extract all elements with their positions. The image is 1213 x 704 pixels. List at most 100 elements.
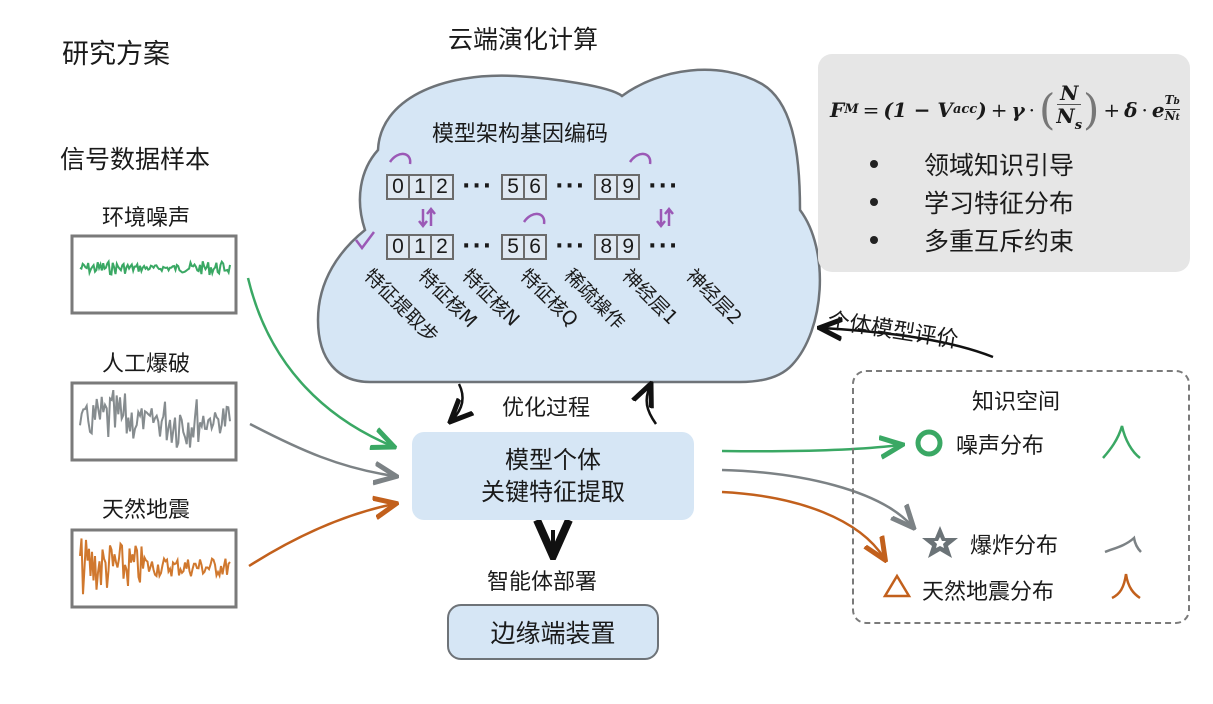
blast-output-arrow — [721, 468, 912, 526]
triangle-icon — [882, 573, 912, 598]
formula-term1-sub: acc — [952, 102, 978, 117]
gene-cell: 6 — [529, 175, 541, 198]
formula-plus: + — [1103, 97, 1121, 122]
formula-exp-num-sub: b — [1173, 97, 1180, 107]
formula-term1: (1 − V — [883, 97, 953, 122]
cloud-heading: 云端演化计算 — [448, 25, 599, 54]
quake-distribution-curve — [1111, 573, 1141, 600]
gene-cell: 2 — [436, 175, 448, 198]
page-title: 研究方案 — [62, 39, 170, 70]
noise-waveform — [79, 259, 231, 277]
feature-box-line2: 关键特征提取 — [481, 478, 625, 506]
gene-ellipsis: ··· — [462, 174, 494, 199]
gene-group: 0 1 2 — [386, 174, 454, 200]
circle-icon — [915, 429, 943, 457]
mutation-icon — [388, 152, 412, 165]
gene-group: 5 6 — [501, 234, 548, 260]
formula-frac-num: N — [1057, 82, 1082, 105]
noise-distribution-curve — [1102, 425, 1141, 459]
principle-text: 领域知识引导 — [924, 151, 1075, 180]
gene-ellipsis: ··· — [555, 174, 587, 199]
gene-cell: 8 — [596, 176, 619, 198]
formula-equals: = — [862, 97, 880, 122]
gene-cell: 9 — [622, 235, 634, 258]
knowledge-space-title: 知识空间 — [972, 390, 1061, 415]
check-icon — [355, 231, 375, 251]
edge-device-box: 边缘端装置 — [447, 604, 659, 660]
blast-distribution-curve — [1104, 535, 1142, 554]
gene-cell: 1 — [410, 236, 432, 258]
gene-group: 8 9 — [594, 234, 641, 260]
deploy-label: 智能体部署 — [487, 570, 598, 595]
signal-label-quake: 天然地震 — [102, 498, 191, 523]
signal-section-heading: 信号数据样本 — [60, 145, 211, 174]
formula-exp-den-sub: t — [1175, 113, 1180, 123]
gene-cell: 2 — [436, 235, 448, 258]
formula-gamma: γ — [1011, 97, 1025, 122]
noise-input-arrow — [246, 277, 392, 446]
principle-list: 领域知识引导 学习特征分布 多重互斥约束 — [870, 145, 1074, 259]
gene-cell: 0 — [388, 176, 410, 198]
swap-icon — [656, 206, 674, 229]
cloud-shape — [316, 68, 822, 384]
star-icon — [922, 526, 958, 558]
quake-input-arrow — [248, 504, 394, 568]
blast-distribution-label: 爆炸分布 — [970, 534, 1059, 559]
gene-encoding-title: 模型架构基因编码 — [432, 122, 609, 147]
blast-waveform — [79, 389, 231, 448]
gene-ellipsis: ··· — [555, 234, 587, 259]
formula-paren-left: ( — [1039, 84, 1056, 134]
optimize-up-arrow — [647, 386, 658, 425]
optimize-label: 优化过程 — [502, 396, 591, 421]
formula-plus: + — [990, 97, 1008, 122]
noise-waveform-frame — [70, 234, 238, 315]
gene-ellipsis: ··· — [648, 174, 680, 199]
bullet-icon — [870, 160, 878, 168]
gene-cell: 1 — [410, 176, 432, 198]
gene-cell: 8 — [596, 236, 619, 258]
bullet-icon — [870, 198, 878, 206]
gene-cell: 5 — [503, 236, 526, 258]
formula-exp-den: N — [1164, 109, 1176, 123]
swap-icon — [418, 206, 436, 229]
formula-fraction: N Ns — [1056, 82, 1082, 137]
formula-delta: δ — [1124, 97, 1138, 122]
quake-output-arrow — [721, 490, 884, 558]
noise-output-arrow — [721, 445, 900, 451]
formula-dot: · — [1141, 97, 1148, 122]
bullet-icon — [870, 236, 878, 244]
formula-exponent: Tb Nt — [1164, 94, 1180, 125]
principle-item: 多重互斥约束 — [870, 221, 1074, 259]
gene-cell: 9 — [622, 175, 634, 198]
gene-row-child: 0 1 2 ··· 5 6 ··· 8 9 ··· — [386, 234, 687, 260]
formula-frac-den-sub: s — [1074, 118, 1083, 133]
gene-cell: 5 — [503, 176, 526, 198]
feature-extraction-box: 模型个体 关键特征提取 — [412, 432, 694, 520]
gene-group: 5 6 — [501, 174, 548, 200]
knowledge-space-box — [852, 370, 1190, 624]
noise-distribution-label: 噪声分布 — [956, 434, 1045, 459]
feature-box-line1: 模型个体 — [505, 446, 601, 474]
principle-item: 领域知识引导 — [870, 145, 1074, 183]
gene-row-parent: 0 1 2 ··· 5 6 ··· 8 9 ··· — [386, 174, 687, 200]
formula-frac-den: N — [1056, 104, 1075, 128]
formula-paren-right: ) — [1083, 84, 1100, 134]
principle-text: 学习特征分布 — [924, 189, 1075, 218]
quake-distribution-label: 天然地震分布 — [922, 580, 1055, 605]
gene-group: 0 1 2 — [386, 234, 454, 260]
signal-label-blast: 人工爆破 — [102, 352, 191, 377]
quake-waveform — [79, 538, 231, 595]
formula-exp-base: e — [1151, 97, 1165, 122]
gene-cell: 6 — [529, 235, 541, 258]
formula-lhs: F — [830, 97, 845, 122]
formula-lhs-sub: M — [844, 102, 859, 117]
gene-ellipsis: ··· — [648, 234, 680, 259]
fitness-panel — [818, 54, 1190, 272]
signal-label-noise: 环境噪声 — [102, 206, 191, 231]
formula-term1-close: ) — [977, 97, 987, 122]
formula-dot: · — [1028, 97, 1036, 122]
gene-cell: 0 — [388, 236, 410, 258]
mutation-icon — [522, 212, 546, 225]
